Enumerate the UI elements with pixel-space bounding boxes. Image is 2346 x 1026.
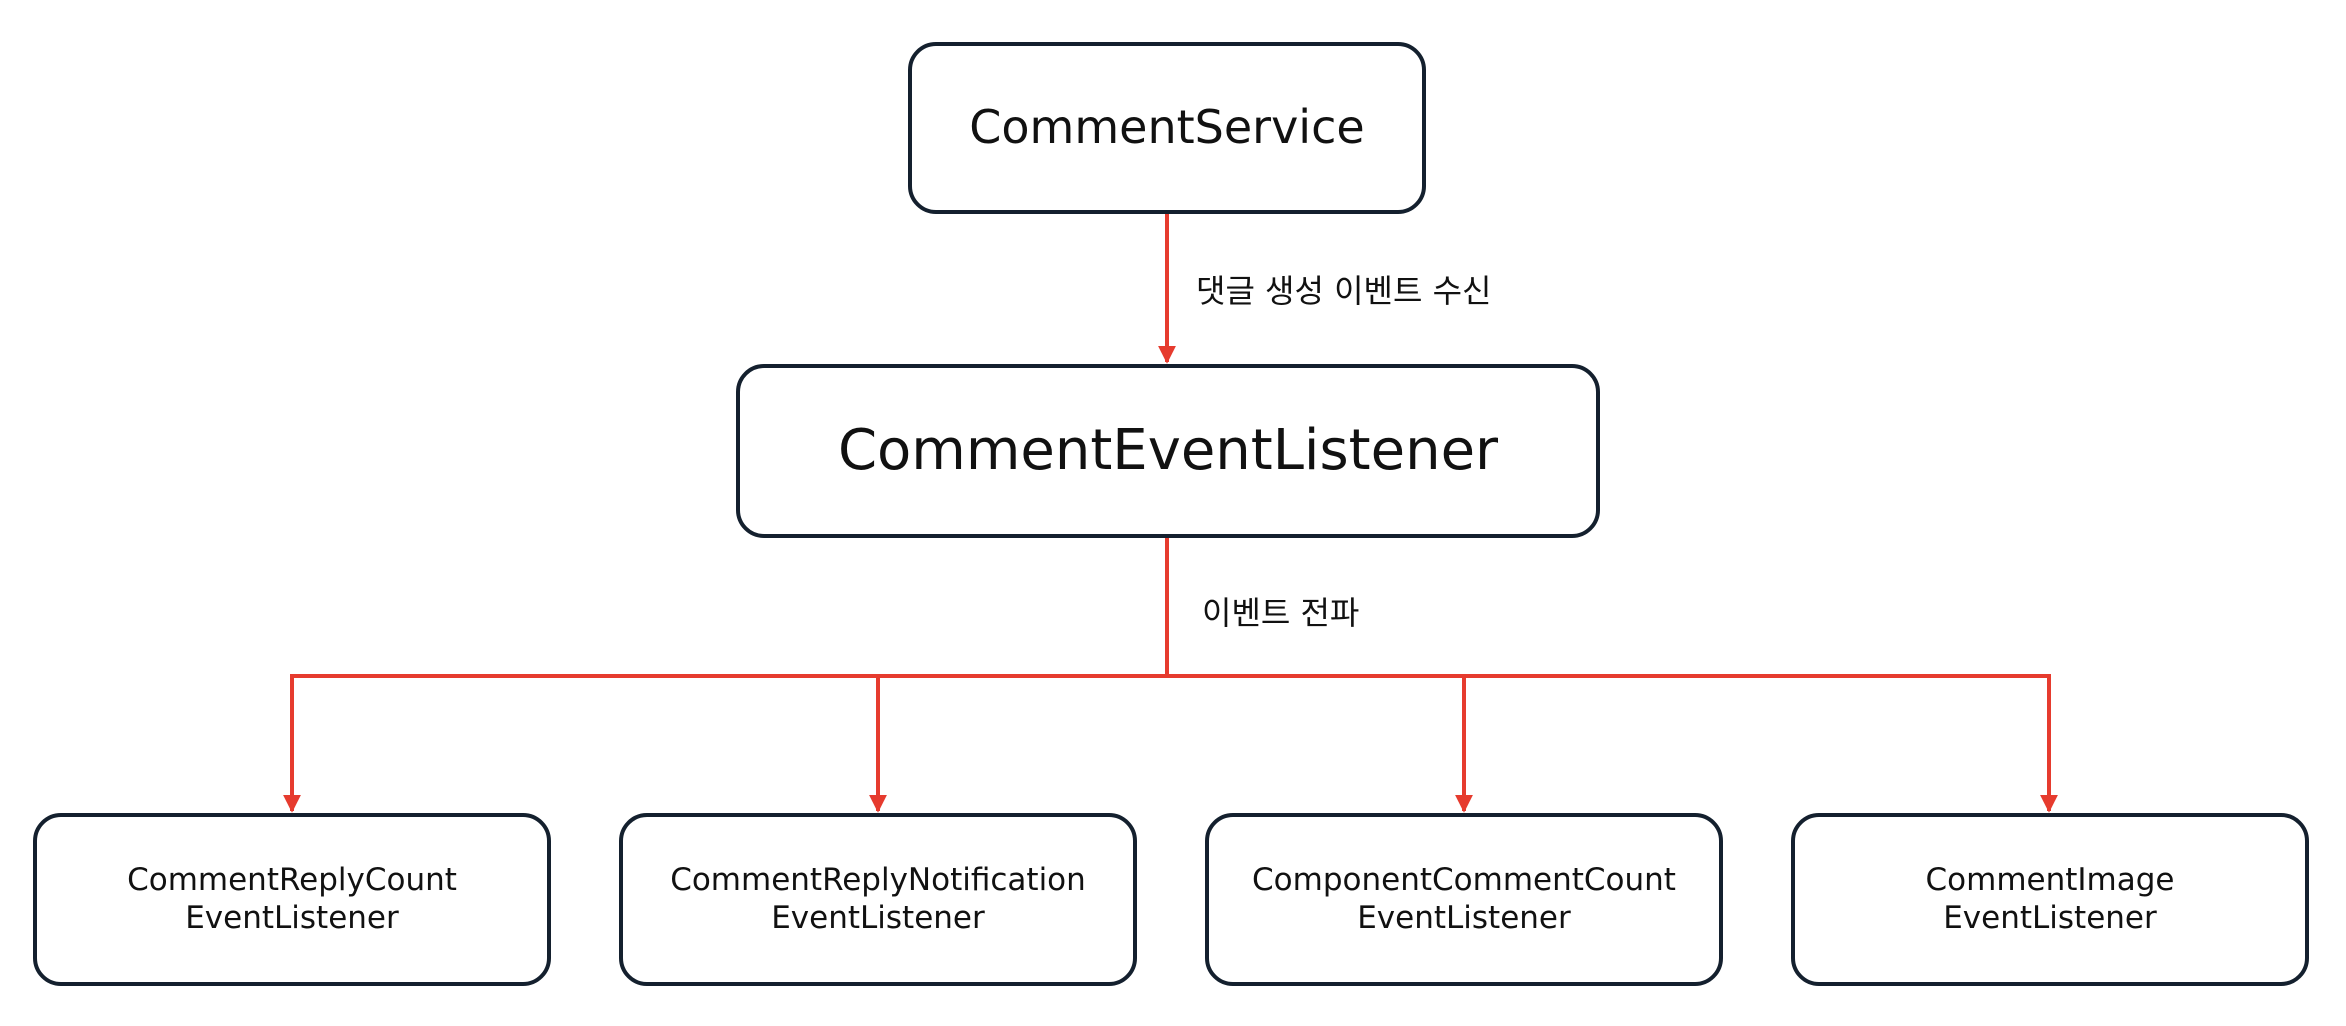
comment-reply-count-listener-label: CommentReplyCount EventListener — [127, 862, 457, 936]
comment-reply-notification-listener-node: CommentReplyNotification EventListener — [619, 813, 1137, 986]
component-comment-count-listener-node: ComponentCommentCount EventListener — [1205, 813, 1723, 986]
comment-image-listener-label: CommentImage EventListener — [1925, 862, 2175, 936]
component-comment-count-listener-label: ComponentCommentCount EventListener — [1252, 862, 1676, 936]
receive-event-label: 댓글 생성 이벤트 수신 — [1196, 272, 1492, 310]
comment-reply-count-listener-node: CommentReplyCount EventListener — [33, 813, 551, 986]
comment-reply-notification-listener-label: CommentReplyNotification EventListener — [670, 862, 1086, 936]
comment-event-listener-label: CommentEventListener — [837, 418, 1499, 484]
comment-image-listener-node: CommentImage EventListener — [1791, 813, 2309, 986]
comment-service-label: CommentService — [969, 100, 1365, 155]
comment-service-node: CommentService — [908, 42, 1426, 214]
comment-event-listener-node: CommentEventListener — [736, 364, 1600, 538]
propagate-event-label: 이벤트 전파 — [1202, 594, 1360, 632]
